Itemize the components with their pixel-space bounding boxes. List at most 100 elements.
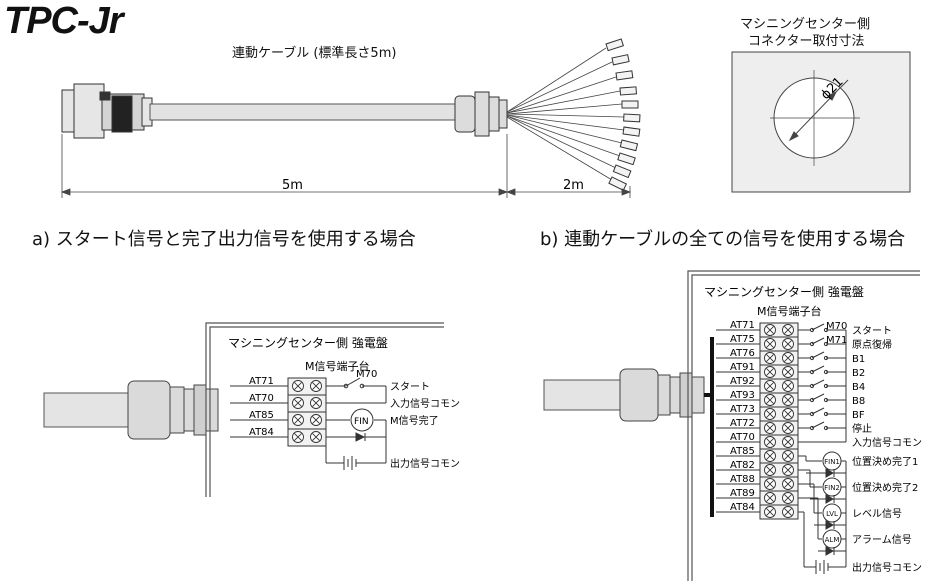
screw-a-1-b (310, 397, 322, 409)
section-b-title: b) 連動ケーブルの全ての信号を使用する場合 (540, 229, 906, 250)
label-a-output-common: 出力信号コモン (390, 457, 460, 470)
terminal-b-AT82: AT82 (730, 460, 755, 471)
terminal-b-AT75: AT75 (730, 334, 755, 345)
connector-cutout (731, 51, 911, 193)
screw-b-AT93 (764, 394, 776, 406)
terminal-b-AT70: AT70 (730, 432, 755, 443)
length-main-label: 5m (282, 178, 303, 193)
screw-a-1 (292, 397, 304, 409)
switch-contact-b (809, 411, 815, 417)
screw-b-AT75 (764, 338, 776, 350)
screw-b-AT75-2 (782, 338, 794, 350)
terminal-a-AT71: AT71 (249, 376, 274, 387)
screw-b-AT85 (764, 450, 776, 462)
relay-b-M70: M70 (826, 321, 847, 332)
switch-contact-b (809, 341, 815, 347)
relay-b-M71: M71 (826, 335, 847, 346)
diagram-a: マシニングセンター側 強電盤 M信号端子台 (43, 322, 460, 497)
terminal-a-AT85: AT85 (249, 410, 274, 421)
terminal-b-AT73: AT73 (730, 404, 755, 415)
terminal-b-AT72: AT72 (730, 418, 755, 429)
lamp-label-b-FIN2: FIN2 (824, 484, 840, 492)
cable-body (149, 103, 456, 121)
terminal-b-AT84: AT84 (730, 502, 755, 513)
screw-b-AT72-2 (782, 422, 794, 434)
cable-gland (454, 91, 508, 137)
screw-b-AT89-2 (782, 492, 794, 504)
screw-a-3 (292, 431, 304, 443)
connector-panel-title-1: マシニングセンター側 (740, 17, 871, 32)
input-label-b-8: 入力信号コモン (852, 436, 922, 449)
output-label-b-0: 位置決め完了1 (852, 455, 918, 468)
switch-arm-b (811, 421, 825, 429)
screw-b-AT70 (764, 436, 776, 448)
input-label-b-7: 停止 (852, 422, 872, 435)
switch-arm-b (811, 407, 825, 415)
fanout-wires (506, 47, 625, 181)
diode-b (825, 468, 835, 478)
terminal-b-AT85: AT85 (730, 446, 755, 457)
screw-b-AT73 (764, 408, 776, 420)
terminal-b-AT91: AT91 (730, 362, 755, 373)
input-label-b-2: B1 (852, 354, 865, 365)
gland-b (619, 368, 705, 422)
diagram-b: マシニングセンター側 強電盤 M信号端子台 AT71AT75AT76AT91AT… (543, 270, 922, 581)
section-a-title: a) スタート信号と完了出力信号を使用する場合 (32, 229, 416, 250)
switch-contact-b (809, 383, 815, 389)
screw-b-AT85-2 (782, 450, 794, 462)
block-title-b: M信号端子台 (757, 304, 822, 318)
connector-panel-title-2: コネクター取付寸法 (748, 34, 865, 49)
screw-b-AT73-2 (782, 408, 794, 420)
wire-terminals (605, 38, 641, 191)
terminal-b-AT71: AT71 (730, 320, 755, 331)
terminal-b-AT92: AT92 (730, 376, 755, 387)
screw-b-AT76 (764, 352, 776, 364)
panel-title-a: マシニングセンター側 強電盤 (228, 336, 388, 350)
screw-b-AT72 (764, 422, 776, 434)
brand-logo: TPC-Jr (4, 0, 124, 42)
screw-b-AT84 (764, 506, 776, 518)
screw-a-3-b (310, 431, 322, 443)
screw-a-0 (292, 380, 304, 392)
input-label-b-0: スタート (852, 325, 892, 337)
input-label-b-5: B8 (852, 396, 865, 407)
screw-a-2 (292, 414, 304, 426)
relay-a: M70 (356, 369, 377, 380)
output-label-b-common: 出力信号コモン (852, 561, 922, 574)
input-label-b-4: B4 (852, 382, 865, 393)
input-label-b-6: BF (852, 410, 865, 421)
switch-contact-b (809, 425, 815, 431)
switch-arm-b (811, 379, 825, 387)
dimension-lines (60, 134, 632, 198)
cable-drawing: 5m 2m ϕ21 (60, 38, 911, 198)
switch-contact-b (809, 369, 815, 375)
input-label-b-3: B2 (852, 368, 865, 379)
length-tail-label: 2m (563, 178, 584, 193)
screw-a-2-b (310, 414, 322, 426)
label-a-start: スタート (390, 381, 430, 393)
terminal-b-AT76: AT76 (730, 348, 755, 359)
block-title-a: M信号端子台 (305, 359, 370, 373)
output-label-b-3: アラーム信号 (852, 534, 912, 546)
screw-b-AT84-2 (782, 506, 794, 518)
switch-arm-b (811, 323, 825, 331)
screw-a-0-b (310, 380, 322, 392)
screw-b-AT88 (764, 478, 776, 490)
screw-b-AT91 (764, 366, 776, 378)
screw-b-AT82-2 (782, 464, 794, 476)
input-label-b-1: 原点復帰 (852, 338, 892, 351)
screw-b-AT89 (764, 492, 776, 504)
output-label-b-2: レベル信号 (852, 508, 902, 520)
dsub-connector (61, 83, 153, 139)
screw-b-AT71-2 (782, 324, 794, 336)
label-a-m-complete: M信号完了 (390, 414, 439, 427)
panel-title-b: マシニングセンター側 強電盤 (704, 285, 864, 299)
screw-b-AT91-2 (782, 366, 794, 378)
lamp-label-b-FIN1: FIN1 (824, 458, 840, 466)
diode-b (825, 546, 835, 556)
switch-contact-b (809, 355, 815, 361)
switch-arm-b (811, 365, 825, 373)
terminal-a-AT84: AT84 (249, 427, 274, 438)
screw-b-AT88-2 (782, 478, 794, 490)
switch-arm-b (811, 337, 825, 345)
